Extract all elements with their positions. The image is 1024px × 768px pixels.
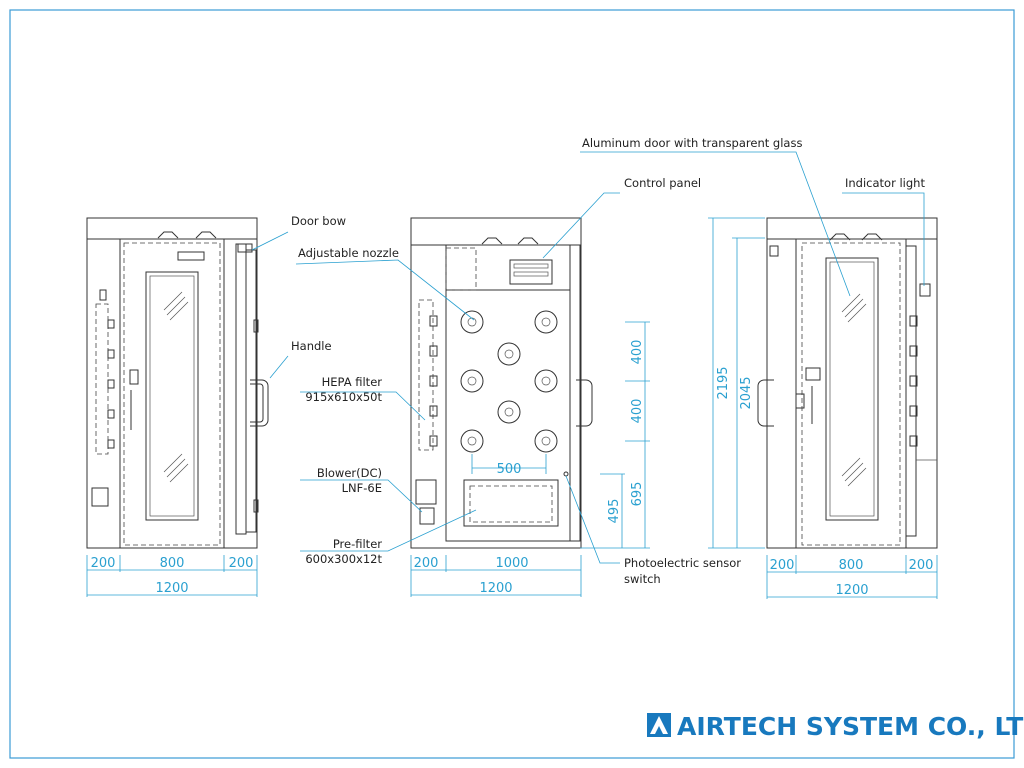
label-pre-filter: Pre-filter <box>333 537 382 551</box>
middle-view-dimensions: 200 1000 1200 500 400 400 695 495 <box>410 321 650 597</box>
mid-dim-1200: 1200 <box>479 581 512 596</box>
right-dim-2045: 2045 <box>739 376 754 409</box>
label-handle: Handle <box>291 339 332 353</box>
mid-dim-200: 200 <box>414 556 439 571</box>
label-control-panel: Control panel <box>624 176 701 190</box>
label-indicator-light: Indicator light <box>845 176 925 190</box>
nozzle-grid <box>460 310 558 453</box>
leader-lines <box>251 151 925 564</box>
left-view <box>86 217 269 549</box>
mid-dim-1000: 1000 <box>495 556 528 571</box>
company-name: AIRTECH SYSTEM CO., LTD. <box>677 712 1024 741</box>
nozzle <box>497 400 521 424</box>
label-hepa-size: 915x610x50t <box>305 390 382 404</box>
left-dim-800: 800 <box>160 556 185 571</box>
middle-view <box>410 217 593 549</box>
right-dim-2195: 2195 <box>716 366 731 399</box>
label-photo-sensor-line2: switch <box>624 572 661 586</box>
mid-dim-500: 500 <box>497 462 522 477</box>
nozzle <box>534 310 558 334</box>
left-view-dimensions: 200 800 200 1200 <box>86 555 258 597</box>
label-blower-model: LNF-6E <box>342 481 382 495</box>
right-dim-800: 800 <box>839 558 864 573</box>
nozzle <box>460 310 484 334</box>
drawing-border <box>9 9 1015 759</box>
nozzle <box>534 429 558 453</box>
nozzle <box>460 429 484 453</box>
left-dim-200b: 200 <box>229 556 254 571</box>
nozzle <box>534 369 558 393</box>
company-logo: AIRTECH SYSTEM CO., LTD. <box>647 712 1024 741</box>
nozzle <box>497 342 521 366</box>
mid-dim-400a: 400 <box>630 340 645 365</box>
logo-mark-icon <box>647 713 671 737</box>
label-photo-sensor-line1: Photoelectric sensor <box>624 556 741 570</box>
mid-dim-695: 695 <box>630 482 645 507</box>
right-dim-200a: 200 <box>770 558 795 573</box>
right-view-dimensions: 200 800 200 1200 2195 2045 <box>708 217 938 599</box>
label-door-bow: Door bow <box>291 214 346 228</box>
label-pre-filter-size: 600x300x12t <box>305 552 382 566</box>
nozzle <box>460 369 484 393</box>
label-adjustable-nozzle: Adjustable nozzle <box>298 246 399 260</box>
mid-dim-495: 495 <box>607 499 622 524</box>
left-dim-200a: 200 <box>91 556 116 571</box>
mid-dim-400b: 400 <box>630 399 645 424</box>
label-blower: Blower(DC) <box>317 466 382 480</box>
right-dim-200b: 200 <box>909 558 934 573</box>
right-view <box>757 217 938 549</box>
left-dim-1200: 1200 <box>155 581 188 596</box>
label-aluminum-door: Aluminum door with transparent glass <box>582 136 802 150</box>
label-hepa-filter: HEPA filter <box>322 375 383 389</box>
right-dim-1200: 1200 <box>835 583 868 598</box>
